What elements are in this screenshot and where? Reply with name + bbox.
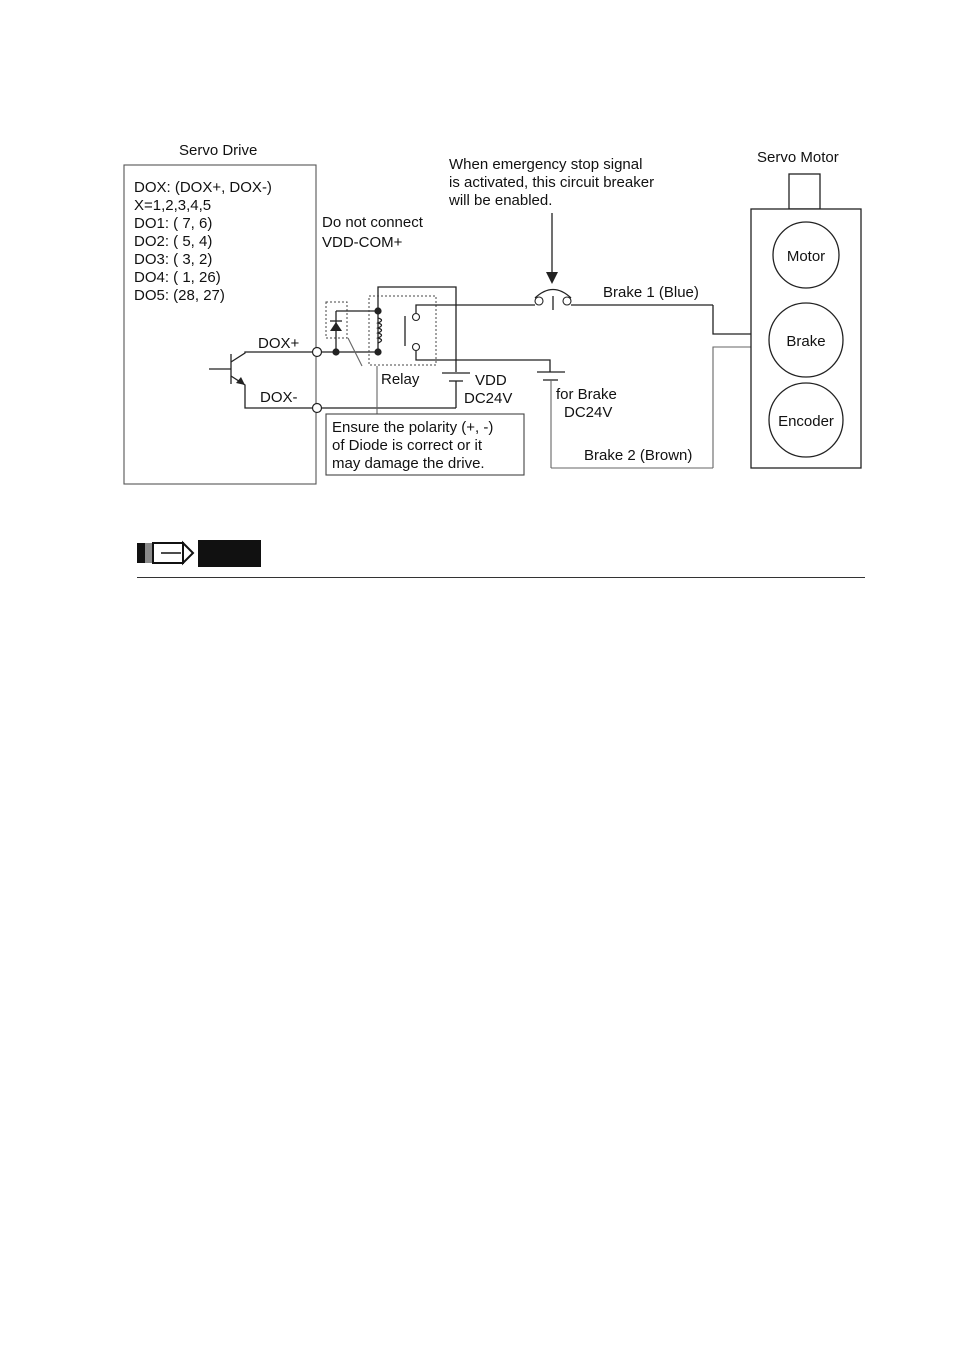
brake2-wire-label: Brake 2 (Brown): [584, 447, 692, 464]
no-connect-note-line: VDD-COM+: [322, 234, 403, 251]
arrow-down-icon: [546, 272, 558, 284]
polarity-note-box: [325, 413, 525, 476]
brake-supply-battery-icon: [537, 371, 713, 469]
no-connect-note-line: Do not connect: [322, 214, 424, 231]
servo-drive-spec: DOX: (DOX+, DOX-) X=1,2,3,4,5 DO1: ( 7, …: [134, 179, 272, 304]
spec-line: DO2: ( 5, 4): [134, 233, 212, 250]
encoder-circle: [768, 382, 844, 458]
servo-motor-title: Servo Motor: [757, 149, 839, 166]
dox-minus-label: DOX-: [260, 389, 298, 406]
spec-line: DO1: ( 7, 6): [134, 215, 212, 232]
polarity-note-line: Ensure the polarity (+, -): [332, 419, 493, 436]
vdd-voltage: DC24V: [464, 390, 512, 407]
spec-line: DOX: (DOX+, DOX-): [134, 179, 272, 196]
emergency-note-line: When emergency stop signal: [449, 156, 642, 173]
vdd-label: VDD: [475, 372, 507, 389]
brake-supply-label: for Brake: [556, 386, 617, 403]
wiring-diagram: Servo Drive DOX: (DOX+, DOX-) X=1,2,3,4,…: [123, 142, 862, 485]
relay-coil-icon: [376, 317, 383, 344]
circuit-breaker-icon: [534, 288, 713, 310]
dox-plus-terminal: [311, 346, 323, 358]
emergency-note-line: will be enabled.: [448, 192, 552, 209]
servo-drive-box: [123, 164, 317, 485]
vdd-battery-icon: [442, 372, 470, 409]
spec-line: X=1,2,3,4,5: [134, 197, 211, 214]
relay-label: Relay: [381, 371, 420, 388]
encoder-label: Encoder: [778, 413, 834, 430]
note-pencil-icon: [137, 540, 261, 567]
spec-line: DO4: ( 1, 26): [134, 269, 221, 286]
spec-line: DO3: ( 3, 2): [134, 251, 212, 268]
emergency-note-line: is activated, this circuit breaker: [449, 174, 654, 191]
brake1-wire-label: Brake 1 (Blue): [603, 284, 699, 301]
motor-circle: [772, 221, 840, 289]
brake-label: Brake: [786, 333, 825, 350]
diode-relay-circuit: [322, 286, 551, 414]
motor-shaft: [788, 173, 821, 210]
servo-drive-title: Servo Drive: [179, 142, 257, 159]
dox-plus-label: DOX+: [258, 335, 300, 352]
section-divider: [137, 577, 865, 578]
motor-label: Motor: [787, 248, 825, 265]
polarity-note-line: may damage the drive.: [332, 455, 485, 472]
brake-supply-voltage: DC24V: [564, 404, 612, 421]
note-bar-dark: [198, 540, 261, 567]
polarity-note-line: of Diode is correct or it: [332, 437, 483, 454]
dox-minus-terminal: [311, 402, 323, 414]
brake-circle: [768, 302, 844, 378]
diode-icon: [330, 322, 342, 331]
spec-line: DO5: (28, 27): [134, 287, 225, 304]
transistor-symbol: [209, 351, 316, 409]
